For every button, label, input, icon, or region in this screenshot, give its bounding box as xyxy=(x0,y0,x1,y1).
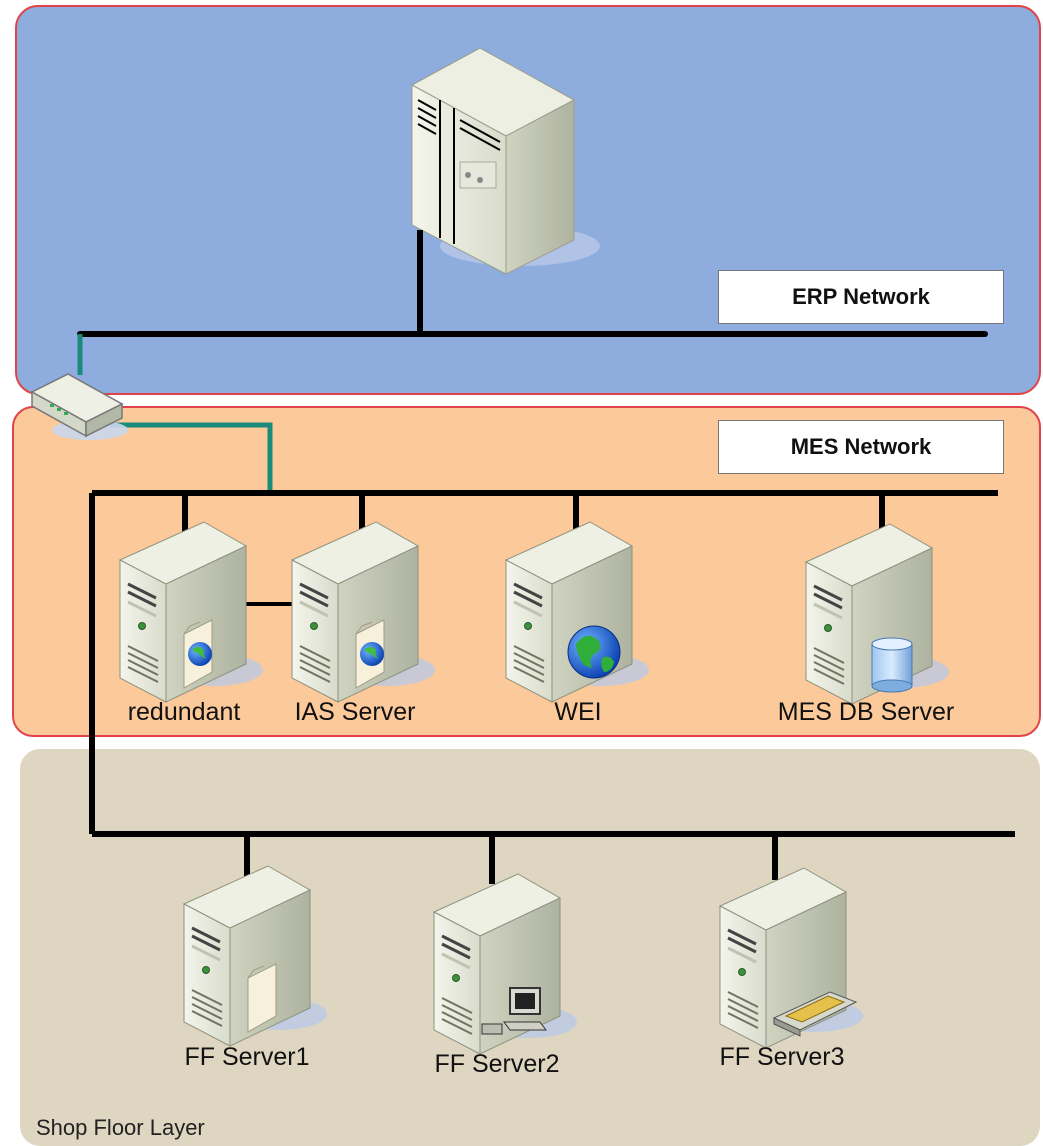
server-label-ff3: FF Server3 xyxy=(719,1043,845,1071)
server-icon-wei xyxy=(504,521,649,703)
server-icon-ff1 xyxy=(182,865,327,1047)
router-icon xyxy=(30,373,128,440)
server-label-ff2: FF Server2 xyxy=(434,1050,560,1078)
server-icon-ff2 xyxy=(432,873,577,1055)
server-icon-ff3 xyxy=(718,867,863,1049)
server-icon-mes_db xyxy=(804,523,949,705)
erp-bus xyxy=(77,230,988,337)
server-label-ff1: FF Server1 xyxy=(184,1043,310,1071)
server-icon-redundant xyxy=(118,521,263,703)
server-icon-ias xyxy=(290,521,435,703)
router-uplink xyxy=(77,334,273,493)
mes-network-label: MES Network xyxy=(718,420,1004,474)
erp-server-icon xyxy=(410,47,600,275)
server-label-ias: IAS Server xyxy=(294,698,416,726)
mes-bus xyxy=(92,490,998,606)
erp-network-label: ERP Network xyxy=(718,270,1004,324)
server-label-mes-db: MES DB Server xyxy=(777,698,955,726)
shop-floor-layer-label: Shop Floor Layer xyxy=(36,1115,205,1140)
shop-floor-bus xyxy=(92,831,1015,884)
server-label-wei: WEI xyxy=(554,698,602,726)
server-label-redundant: redundant xyxy=(127,698,241,726)
